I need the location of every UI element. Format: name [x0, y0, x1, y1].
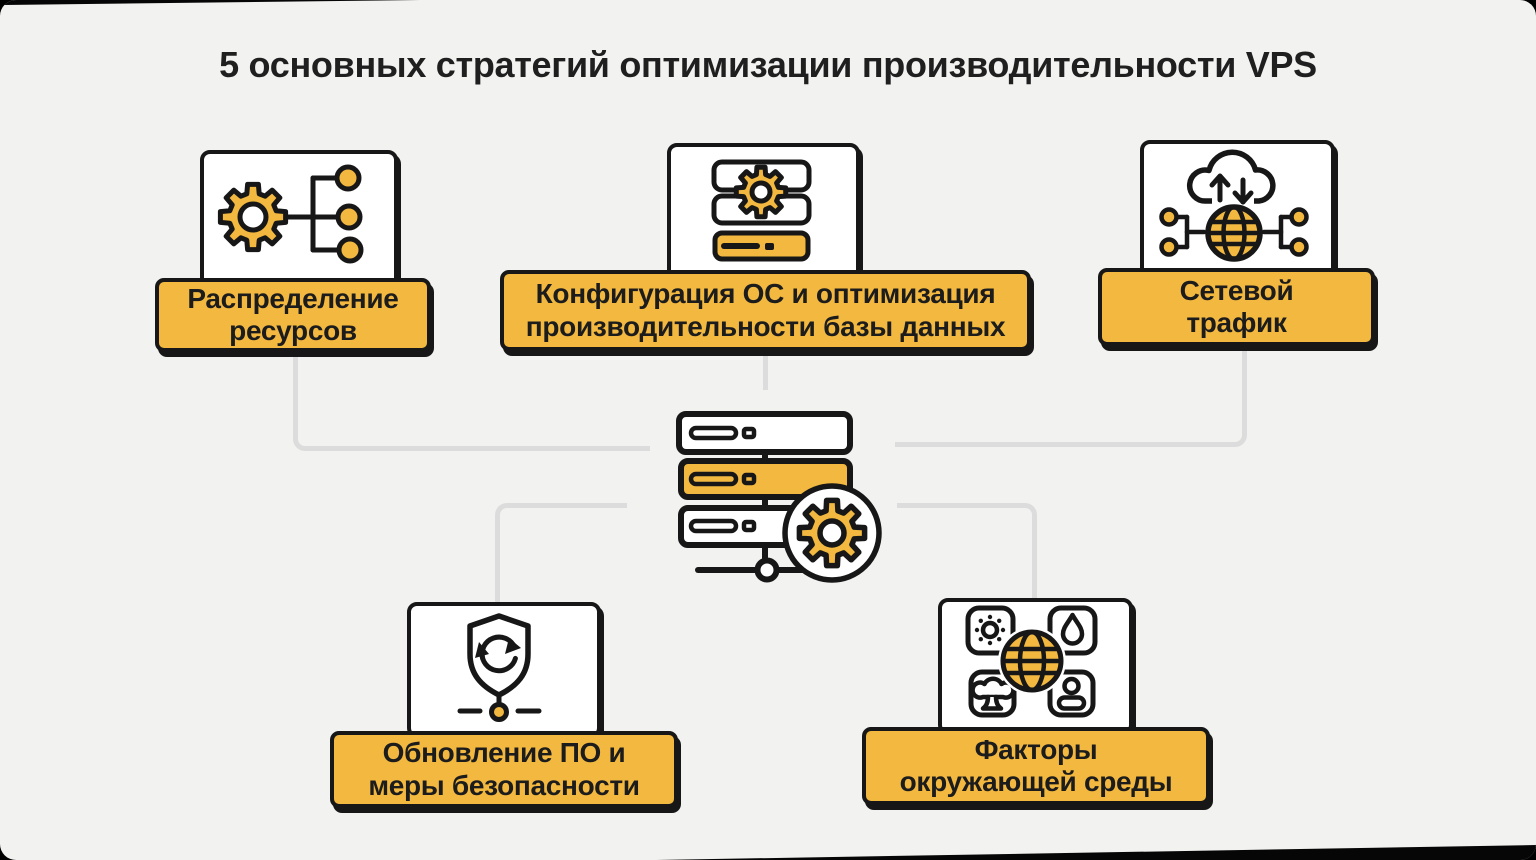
frame-edge-bottom	[656, 845, 1536, 860]
strategy-card-resource-allocation	[200, 150, 398, 293]
server-stack-gear-icon	[711, 159, 812, 262]
sun-rays	[974, 614, 1006, 646]
tree-icon	[970, 676, 1016, 700]
globe-environment-icon	[965, 605, 1098, 718]
connector-bottom-right	[897, 503, 1037, 604]
gear-hierarchy-icon	[217, 164, 364, 264]
frame-edge-top	[0, 0, 420, 5]
shield-sync-icon	[457, 613, 542, 722]
cloud-transfer-globe-icon	[1159, 149, 1309, 262]
connector-top-right	[895, 350, 1247, 447]
strategy-label-software-updates: Обновление ПО и меры безопасности	[330, 731, 678, 808]
strategy-label-resource-allocation: Распределение ресурсов	[155, 278, 431, 352]
strategy-card-os-config	[667, 143, 860, 281]
strategy-card-network-traffic	[1140, 140, 1335, 278]
person-icon	[1062, 676, 1081, 696]
page-title: 5 основных стратегий оптимизации произво…	[219, 44, 1317, 85]
strategy-label-os-config: Конфигурация ОС и оптимизация производит…	[500, 270, 1031, 351]
droplet-icon	[1060, 612, 1085, 646]
connector-bottom-left	[495, 503, 627, 608]
connector-top-center	[763, 352, 768, 390]
strategy-card-software-updates	[407, 602, 601, 738]
strategy-card-environmental-factors	[938, 598, 1133, 735]
strategy-label-network-traffic: Сетевой трафик	[1098, 268, 1375, 346]
sun-icon	[980, 620, 1000, 640]
strategy-label-environmental-factors: Факторы окружающей среды	[862, 727, 1210, 805]
server-rack-gear-icon	[676, 411, 882, 583]
connector-top-left	[293, 352, 650, 451]
